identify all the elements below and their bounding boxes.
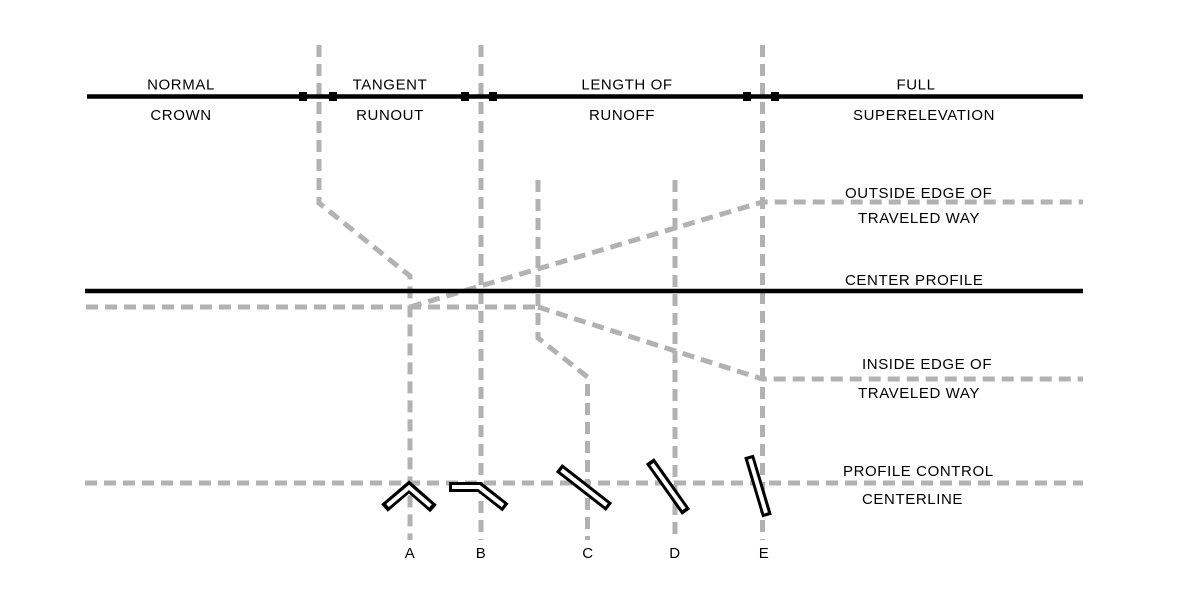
section-label-runout: RUNOUT <box>356 107 424 124</box>
top-section-ruler: NORMAL CROWN TANGENT RUNOUT LENGTH OF RU… <box>87 77 1083 124</box>
section-tick <box>743 92 751 101</box>
station-label-c: C <box>582 545 593 562</box>
station-label-e: E <box>759 545 770 562</box>
inside-edge-profile-line <box>537 304 1083 382</box>
half-flat-section-symbol-b <box>449 482 509 512</box>
edge-profile-lines <box>85 199 1083 486</box>
station-label-a: A <box>405 545 416 562</box>
section-tick <box>299 92 307 101</box>
section-tick <box>771 92 779 101</box>
inside-edge-label-line1: INSIDE EDGE OF <box>862 356 992 373</box>
center-profile-label: CENTER PROFILE <box>845 272 983 289</box>
profile-control-label-line1: PROFILE CONTROL <box>843 463 994 480</box>
section-tick <box>489 92 497 101</box>
section-label-runoff: RUNOFF <box>589 107 655 124</box>
outside-edge-label-line1: OUTSIDE EDGE OF <box>845 185 992 202</box>
station-labels: A B C D E <box>405 545 770 562</box>
section-label-length-of: LENGTH OF <box>581 77 672 94</box>
cross-section-symbols <box>381 454 772 518</box>
section-tick <box>329 92 337 101</box>
station-label-b: B <box>476 545 487 562</box>
section-label-full: FULL <box>896 77 935 94</box>
section-tick <box>461 92 469 101</box>
guide-line-station-c <box>535 180 590 540</box>
profile-control-label-line2: CENTERLINE <box>862 491 963 508</box>
crown-section-symbol-a <box>381 480 437 513</box>
guide-line-station-a <box>316 45 413 540</box>
tilted-section-symbol-d <box>645 458 691 515</box>
outside-edge-profile-line <box>409 199 1083 310</box>
tilted-section-symbol-c <box>555 464 613 511</box>
section-label-crown: CROWN <box>150 107 211 124</box>
section-label-normal: NORMAL <box>147 77 215 94</box>
station-label-d: D <box>669 545 680 562</box>
section-label-tangent: TANGENT <box>353 77 428 94</box>
section-label-superelevation: SUPERELEVATION <box>853 107 995 124</box>
profile-line-labels: OUTSIDE EDGE OF TRAVELED WAY CENTER PROF… <box>843 185 994 508</box>
inside-edge-label-line2: TRAVELED WAY <box>858 385 980 402</box>
tilted-section-symbol-e <box>744 454 772 518</box>
outside-edge-label-line2: TRAVELED WAY <box>858 210 980 227</box>
